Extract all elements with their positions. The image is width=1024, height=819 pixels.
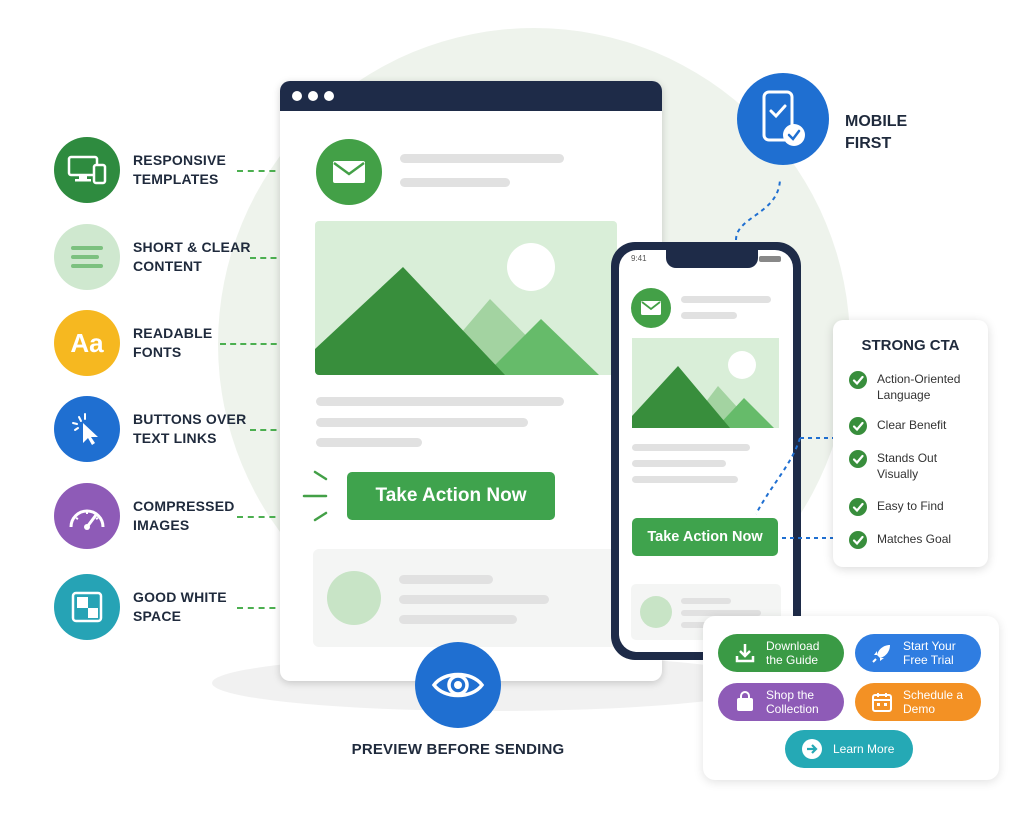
strong-cta-title: STRONG CTA <box>861 337 960 354</box>
status-icons <box>759 256 781 262</box>
feature-label: COMPRESSED IMAGES <box>133 498 235 533</box>
pill-label: Schedule a Demo <box>903 688 964 716</box>
schedule-demo-button[interactable]: Schedule a Demo <box>855 683 981 721</box>
text-placeholder <box>632 460 726 467</box>
phone-screen: 9:41 Take Action Now <box>619 250 793 652</box>
checkmark-icon <box>849 531 867 549</box>
cursor-click-icon <box>54 396 120 462</box>
responsive-devices-icon <box>54 137 120 203</box>
download-icon <box>728 642 762 664</box>
text-placeholder <box>632 444 750 451</box>
pill-label: Download the Guide <box>766 639 820 667</box>
cta-checklist-text: Clear Benefit <box>877 418 947 432</box>
status-time: 9:41 <box>631 254 647 263</box>
eye-icon <box>415 642 501 728</box>
avatar-placeholder <box>327 571 381 625</box>
text-placeholder <box>316 397 564 406</box>
envelope-icon <box>316 139 382 205</box>
pill-label: Start Your Free Trial <box>903 639 956 667</box>
take-action-button[interactable]: Take Action Now <box>632 518 778 556</box>
checkmark-icon <box>849 498 867 516</box>
mobile-first-label: MOBILE FIRST <box>845 113 908 152</box>
checkmark-icon <box>849 417 867 435</box>
speedometer-icon <box>54 483 120 549</box>
start-free-trial-button[interactable]: Start Your Free Trial <box>855 634 981 672</box>
rocket-icon <box>865 642 899 664</box>
envelope-icon <box>631 288 671 328</box>
text-placeholder <box>681 610 761 616</box>
text-placeholder <box>400 154 564 163</box>
phone-notch <box>666 250 758 268</box>
text-placeholder <box>399 615 517 624</box>
text-placeholder <box>400 178 510 187</box>
connector-line <box>237 170 297 172</box>
connector-line <box>250 257 297 259</box>
window-dot <box>324 91 334 101</box>
window-title-bar <box>280 81 662 111</box>
phone-check-icon <box>737 73 829 165</box>
feature-label: GOOD WHITE SPACE <box>133 589 227 624</box>
text-lines-icon <box>54 224 120 290</box>
shopping-bag-icon <box>728 691 762 713</box>
feature-label: BUTTONS OVER TEXT LINKS <box>133 411 247 446</box>
hero-image <box>315 221 617 375</box>
cta-checklist-text: Stands Out Visually <box>877 451 938 481</box>
mobile-first-connector <box>735 177 781 241</box>
learn-more-button[interactable]: Learn More <box>785 730 913 768</box>
text-placeholder <box>681 296 771 303</box>
take-action-button[interactable]: Take Action Now <box>347 472 555 520</box>
text-placeholder <box>681 312 737 319</box>
connector-line <box>237 607 297 609</box>
preview-label: PREVIEW BEFORE SENDING <box>351 741 565 758</box>
cta-checklist-text: Action-Oriented Language <box>877 372 961 402</box>
feature-buttons-over-links: BUTTONS OVER TEXT LINKS <box>54 396 314 464</box>
mobile-email-preview: 9:41 Take Action Now <box>611 242 801 660</box>
pill-label: Learn More <box>833 742 895 756</box>
text-placeholder <box>316 438 422 447</box>
download-guide-button[interactable]: Download the Guide <box>718 634 844 672</box>
arrow-right-icon <box>795 738 829 760</box>
calendar-icon <box>865 691 899 713</box>
cta-checklist-text: Matches Goal <box>877 532 952 546</box>
cta-connector-lines <box>755 437 834 539</box>
shop-collection-button[interactable]: Shop the Collection <box>718 683 844 721</box>
window-dot <box>292 91 302 101</box>
font-aa-icon: Aa <box>54 310 120 376</box>
cta-checklist-text: Easy to Find <box>877 499 944 513</box>
connector-line <box>250 429 297 431</box>
text-placeholder <box>399 575 493 584</box>
feature-label: READABLE FONTS <box>133 325 213 360</box>
feature-label: SHORT & CLEAR CONTENT <box>133 239 251 274</box>
cta-examples-panel: Download the Guide Start Your Free Trial… <box>703 616 999 780</box>
strong-cta-card: STRONG CTA Action-Oriented Language Clea… <box>833 320 988 567</box>
hero-image <box>632 338 779 428</box>
checkmark-icon <box>849 450 867 468</box>
font-aa-text: Aa <box>70 327 104 358</box>
checkmark-icon <box>849 371 867 389</box>
text-placeholder <box>632 476 738 483</box>
connector-line <box>237 516 297 518</box>
text-placeholder <box>316 418 528 427</box>
feature-short-clear-content: SHORT & CLEAR CONTENT <box>54 224 314 292</box>
feature-good-white-space: GOOD WHITE SPACE <box>54 574 314 642</box>
feature-compressed-images: COMPRESSED IMAGES <box>54 483 314 551</box>
feature-label: RESPONSIVE TEMPLATES <box>133 152 227 187</box>
text-placeholder <box>681 598 731 604</box>
text-placeholder <box>399 595 549 604</box>
connector-line <box>220 343 297 345</box>
feature-readable-fonts: Aa READABLE FONTS <box>54 310 314 378</box>
layout-blocks-icon <box>54 574 120 640</box>
window-dot <box>308 91 318 101</box>
content-card <box>313 549 619 647</box>
avatar-placeholder <box>640 596 672 628</box>
pill-label: Shop the Collection <box>766 688 819 716</box>
feature-responsive-templates: RESPONSIVE TEMPLATES <box>54 137 314 205</box>
desktop-email-preview: Take Action Now <box>280 81 662 681</box>
